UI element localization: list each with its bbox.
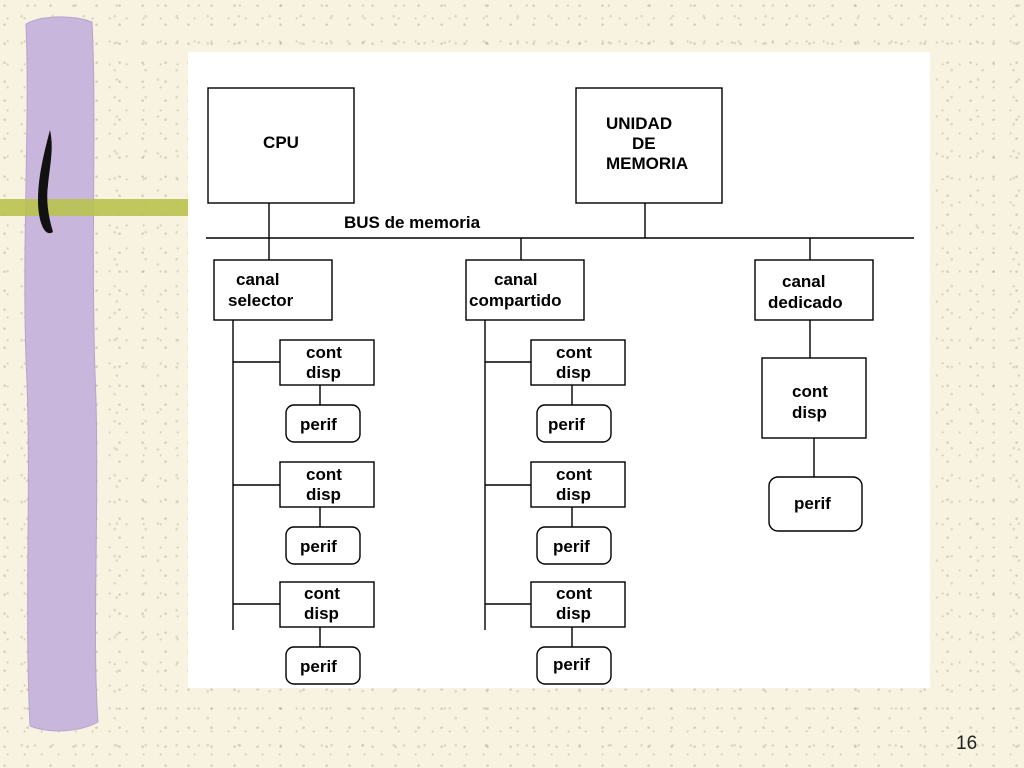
peripheral-box bbox=[285, 646, 361, 685]
purple-vertical-bar bbox=[24, 16, 99, 732]
controller-group: cont disp perif bbox=[233, 461, 375, 565]
controller-label-line-2: disp bbox=[792, 403, 827, 422]
memory-node: UNIDAD DE MEMORIA bbox=[575, 87, 723, 238]
peripheral-box bbox=[536, 646, 612, 685]
peripheral-box bbox=[536, 404, 612, 443]
controller-box bbox=[279, 581, 375, 628]
channel-dedicado: canal dedicado cont disp perif bbox=[754, 238, 874, 532]
bus-label: BUS de memoria bbox=[344, 213, 481, 232]
peripheral-label: perif bbox=[553, 655, 590, 674]
peripheral-label: perif bbox=[300, 537, 337, 556]
channel-compartido: canal compartido cont disp perif cont di… bbox=[465, 238, 626, 685]
green-horizontal-bar bbox=[0, 199, 190, 216]
channel-label-line-1: canal bbox=[236, 270, 279, 289]
controller-group: cont disp perif bbox=[485, 581, 626, 685]
peripheral-box bbox=[285, 526, 361, 565]
channel-label-line-1: canal bbox=[494, 270, 537, 289]
controller-box bbox=[279, 461, 375, 508]
memory-label-line-2: DE bbox=[632, 134, 656, 153]
peripheral-label: perif bbox=[548, 415, 585, 434]
memory-bus: BUS de memoria bbox=[206, 213, 914, 239]
io-channel-diagram: CPU UNIDAD DE MEMORIA BUS de memoria can… bbox=[206, 87, 914, 685]
controller-label-line-2: disp bbox=[306, 363, 341, 382]
channel-box bbox=[465, 259, 585, 321]
memory-label-line-3: MEMORIA bbox=[606, 154, 688, 173]
channel-label-line-2: compartido bbox=[469, 291, 562, 310]
controller-group: cont disp perif bbox=[233, 339, 375, 443]
controller-label-line-1: cont bbox=[556, 343, 592, 362]
controller-label-line-1: cont bbox=[306, 465, 342, 484]
controller-group: cont disp perif bbox=[485, 461, 626, 565]
controller-box bbox=[530, 581, 626, 628]
peripheral-box bbox=[768, 476, 863, 532]
chevron-icon bbox=[38, 130, 53, 234]
controller-box bbox=[279, 339, 375, 386]
channel-label-line-2: selector bbox=[228, 291, 294, 310]
controller-group: cont disp perif bbox=[233, 581, 375, 685]
memory-box bbox=[575, 87, 723, 204]
controller-label-line-1: cont bbox=[306, 343, 342, 362]
peripheral-label: perif bbox=[300, 657, 337, 676]
controller-group: cont disp perif bbox=[761, 357, 867, 532]
controller-label-line-2: disp bbox=[556, 485, 591, 504]
cpu-box bbox=[207, 87, 355, 204]
controller-label-line-1: cont bbox=[556, 465, 592, 484]
peripheral-label: perif bbox=[553, 537, 590, 556]
controller-label-line-2: disp bbox=[556, 363, 591, 382]
page-number: 16 bbox=[956, 733, 978, 754]
cpu-label: CPU bbox=[263, 133, 299, 152]
peripheral-label: perif bbox=[300, 415, 337, 434]
channel-label-line-2: dedicado bbox=[768, 293, 843, 312]
peripheral-box bbox=[536, 526, 612, 565]
controller-group: cont disp perif bbox=[485, 339, 626, 443]
controller-box bbox=[530, 339, 626, 386]
controller-label-line-1: cont bbox=[304, 584, 340, 603]
peripheral-box bbox=[285, 404, 361, 443]
diagram-panel: CPU UNIDAD DE MEMORIA BUS de memoria can… bbox=[188, 52, 930, 688]
channel-label-line-1: canal bbox=[782, 272, 825, 291]
controller-label-line-2: disp bbox=[306, 485, 341, 504]
controller-box bbox=[530, 461, 626, 508]
channel-selector: canal selector cont disp perif cont disp… bbox=[213, 238, 375, 685]
channel-box bbox=[754, 259, 874, 321]
channel-box bbox=[213, 259, 333, 321]
memory-label-line-1: UNIDAD bbox=[606, 114, 672, 133]
cpu-node: CPU bbox=[207, 87, 355, 238]
controller-label-line-1: cont bbox=[792, 382, 828, 401]
controller-label-line-1: cont bbox=[556, 584, 592, 603]
peripheral-label: perif bbox=[794, 494, 831, 513]
controller-label-line-2: disp bbox=[556, 604, 591, 623]
controller-label-line-2: disp bbox=[304, 604, 339, 623]
